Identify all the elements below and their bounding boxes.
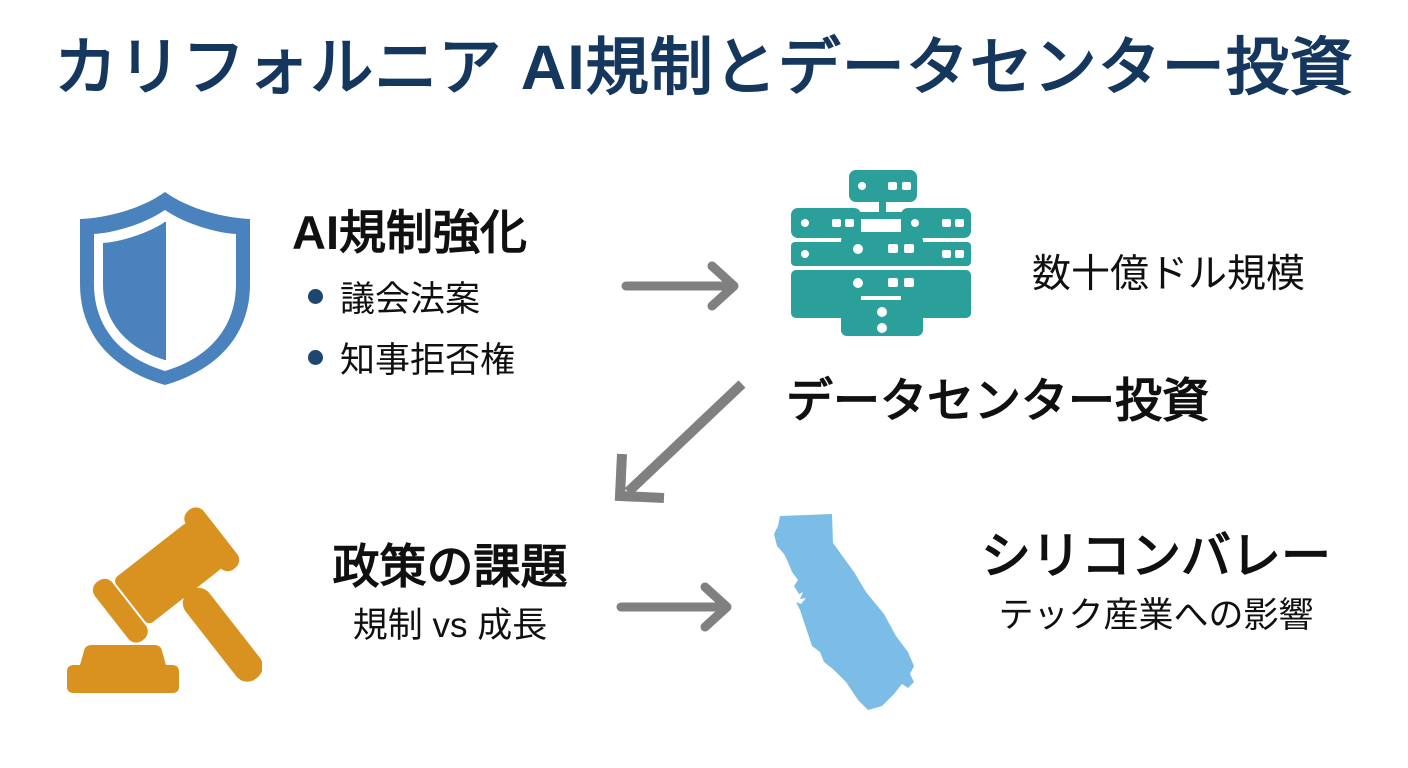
arrow-regulation-to-datacenter-icon bbox=[620, 256, 750, 316]
arrow-datacenter-to-policy-icon bbox=[606, 372, 756, 508]
datacenter-heading: データセンター投資 bbox=[786, 374, 1209, 427]
bullet-dot-icon bbox=[308, 289, 323, 305]
datacenter-scale-label: 数十億ドル規模 bbox=[1032, 253, 1306, 296]
page-title: カリフォルニア AI規制とデータセンター投資 bbox=[54, 33, 1354, 103]
silicon-valley-text-block: シリコンバレー テック産業への影響 bbox=[946, 530, 1366, 635]
policy-text-block: 政策の課題 規制 vs 成長 bbox=[290, 542, 610, 646]
regulation-text-block: AI規制強化 議会法案 知事拒否権 bbox=[292, 208, 622, 393]
silicon-valley-heading: シリコンバレー bbox=[981, 528, 1331, 584]
list-item: 議会法案 bbox=[308, 271, 622, 322]
list-item-label: 知事拒否権 bbox=[340, 341, 516, 381]
regulation-heading: AI規制強化 bbox=[292, 206, 527, 259]
list-item: 知事拒否権 bbox=[308, 332, 622, 383]
california-map-icon bbox=[762, 510, 922, 715]
silicon-valley-subtext: テック産業への影響 bbox=[998, 595, 1314, 635]
policy-subtext: 規制 vs 成長 bbox=[352, 606, 548, 646]
gavel-icon bbox=[62, 505, 263, 700]
list-item-label: 議会法案 bbox=[340, 280, 481, 320]
shield-icon bbox=[70, 188, 260, 388]
policy-heading: 政策の課題 bbox=[332, 540, 568, 593]
regulation-bullet-list: 議会法案 知事拒否権 bbox=[308, 271, 622, 383]
server-rack-icon bbox=[788, 168, 974, 338]
arrow-policy-to-silicon-valley-icon bbox=[615, 578, 745, 636]
bullet-dot-icon bbox=[308, 350, 323, 366]
